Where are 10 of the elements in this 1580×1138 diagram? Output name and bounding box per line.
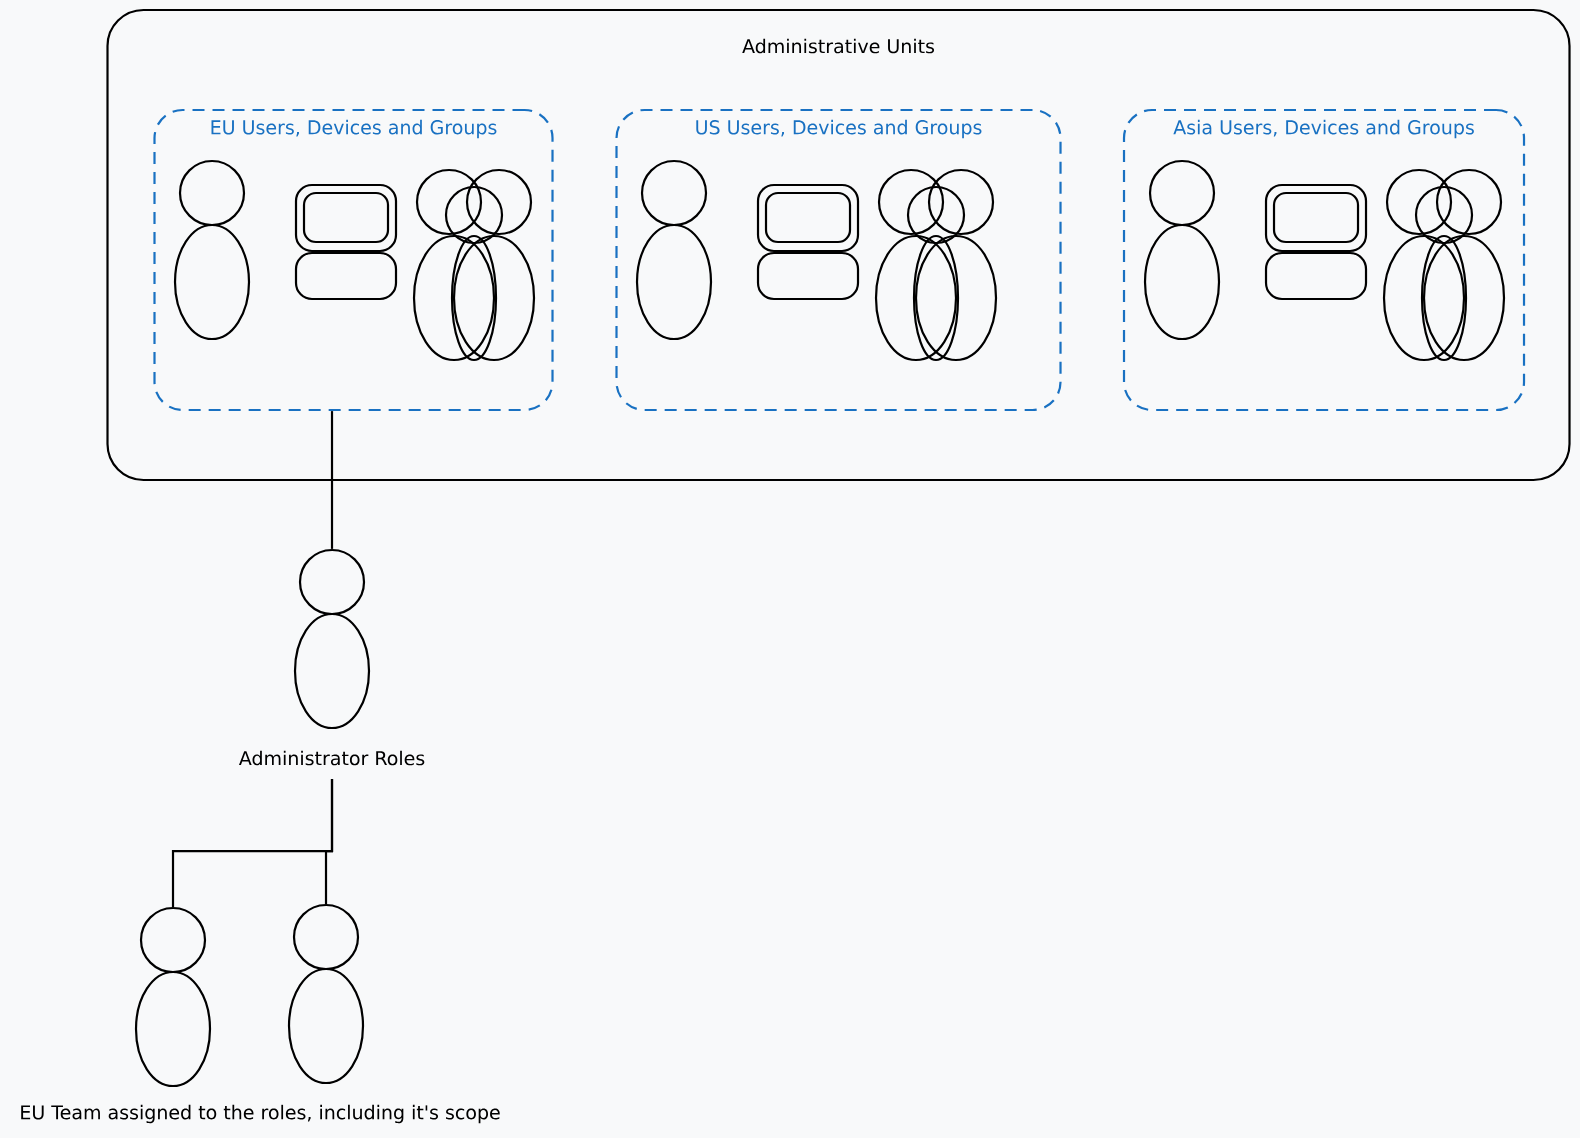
caption-text: EU Team assigned to the roles, including it's scope	[21, 1104, 500, 1124]
connector-line	[324, 779, 334, 904]
administrator-figure: Administrator Roles	[238, 548, 425, 766]
unit-panel: EU Users, Devices and Groups	[153, 108, 554, 412]
connector-line	[330, 411, 334, 549]
node-label: Administrator Roles	[238, 750, 425, 766]
person-figure	[134, 906, 212, 1088]
unit-panel: US Users, Devices and Groups	[615, 108, 1062, 412]
unit-panel: Asia Users, Devices and Groups	[1122, 108, 1526, 412]
person-figure	[287, 903, 365, 1085]
